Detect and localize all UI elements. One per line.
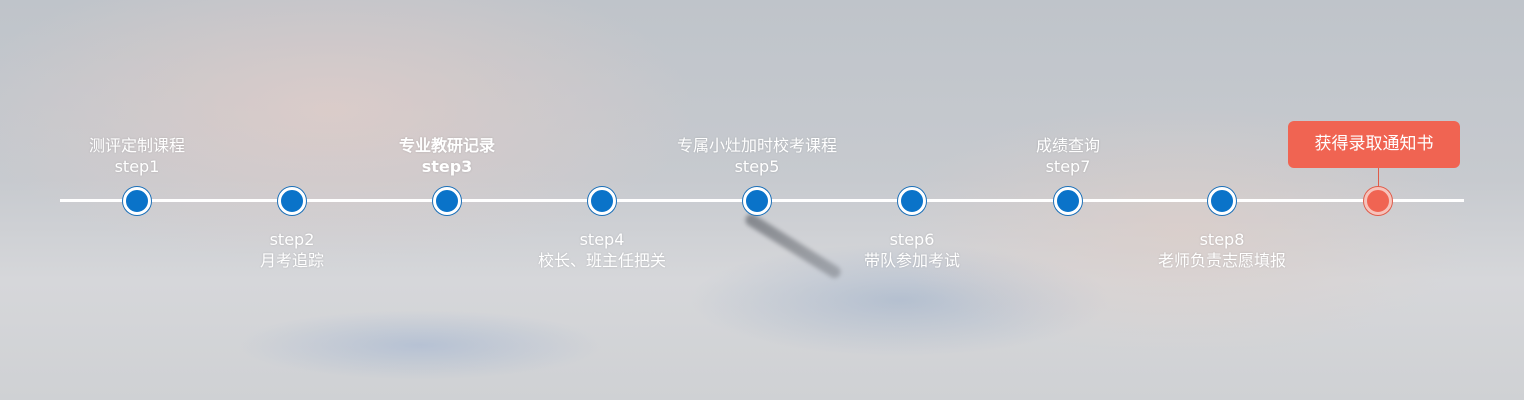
step-number: step5 bbox=[734, 157, 780, 176]
step-label: step6 带队参加考试 bbox=[802, 229, 1022, 271]
step-number: step8 bbox=[1199, 230, 1245, 249]
step-label: step2 月考追踪 bbox=[182, 229, 402, 271]
step-label: 成绩查询 step7 bbox=[958, 135, 1178, 177]
step-dot[interactable] bbox=[1208, 187, 1236, 215]
step-title: 老师负责志愿填报 bbox=[1157, 251, 1286, 270]
step-title: 月考追踪 bbox=[259, 251, 324, 270]
final-callout[interactable]: 获得录取通知书 bbox=[1288, 121, 1460, 168]
step-label: 专业教研记录 step3 bbox=[337, 135, 557, 177]
final-step-dot[interactable] bbox=[1364, 187, 1392, 215]
step-label: step4 校长、班主任把关 bbox=[492, 229, 712, 271]
step-title: 带队参加考试 bbox=[863, 251, 960, 270]
step-dot[interactable] bbox=[123, 187, 151, 215]
step-dot[interactable] bbox=[588, 187, 616, 215]
step-label: 测评定制课程 step1 bbox=[27, 135, 247, 177]
callout-connector bbox=[1378, 168, 1379, 189]
step-title: 专属小灶加时校考课程 bbox=[676, 136, 837, 155]
step-dot[interactable] bbox=[1054, 187, 1082, 215]
step-dot[interactable] bbox=[898, 187, 926, 215]
step-title: 测评定制课程 bbox=[88, 136, 185, 155]
step-dot[interactable] bbox=[433, 187, 461, 215]
step-label: 专属小灶加时校考课程 step5 bbox=[647, 135, 867, 177]
step-title: 成绩查询 bbox=[1035, 136, 1100, 155]
step-number: step3 bbox=[421, 157, 473, 176]
step-number: step7 bbox=[1045, 157, 1091, 176]
step-dot[interactable] bbox=[278, 187, 306, 215]
step-number: step6 bbox=[889, 230, 935, 249]
step-number: step1 bbox=[114, 157, 160, 176]
step-label: step8 老师负责志愿填报 bbox=[1112, 229, 1332, 271]
step-number: step2 bbox=[269, 230, 315, 249]
step-number: step4 bbox=[579, 230, 625, 249]
step-title: 专业教研记录 bbox=[398, 136, 495, 155]
step-title: 校长、班主任把关 bbox=[537, 251, 666, 270]
step-dot[interactable] bbox=[743, 187, 771, 215]
